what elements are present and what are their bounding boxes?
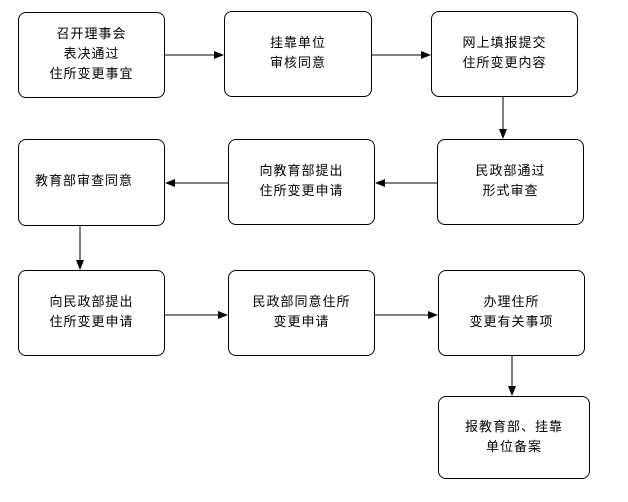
step-box-affiliated-unit-approval: 挂靠单位 审核同意	[224, 11, 372, 97]
step-box-education-ministry-approval: 教育部审查同意	[18, 139, 165, 226]
step-box-civil-affairs-formal-review: 民政部通过 形式审查	[437, 139, 584, 225]
step-box-report-for-filing: 报教育部、挂靠 单位备案	[438, 396, 590, 479]
step-box-handle-change-matters: 办理住所 变更有关事项	[438, 270, 585, 356]
step-box-council-resolution: 召开理事会 表决通过 住所变更事宜	[18, 12, 165, 98]
step-box-online-submission: 网上填报提交 住所变更内容	[431, 11, 578, 97]
step-box-apply-to-education-ministry: 向教育部提出 住所变更申请	[228, 139, 375, 225]
step-box-civil-affairs-approval: 民政部同意住所 变更申请	[228, 270, 375, 356]
step-box-apply-to-civil-affairs: 向民政部提出 住所变更申请	[18, 270, 165, 356]
